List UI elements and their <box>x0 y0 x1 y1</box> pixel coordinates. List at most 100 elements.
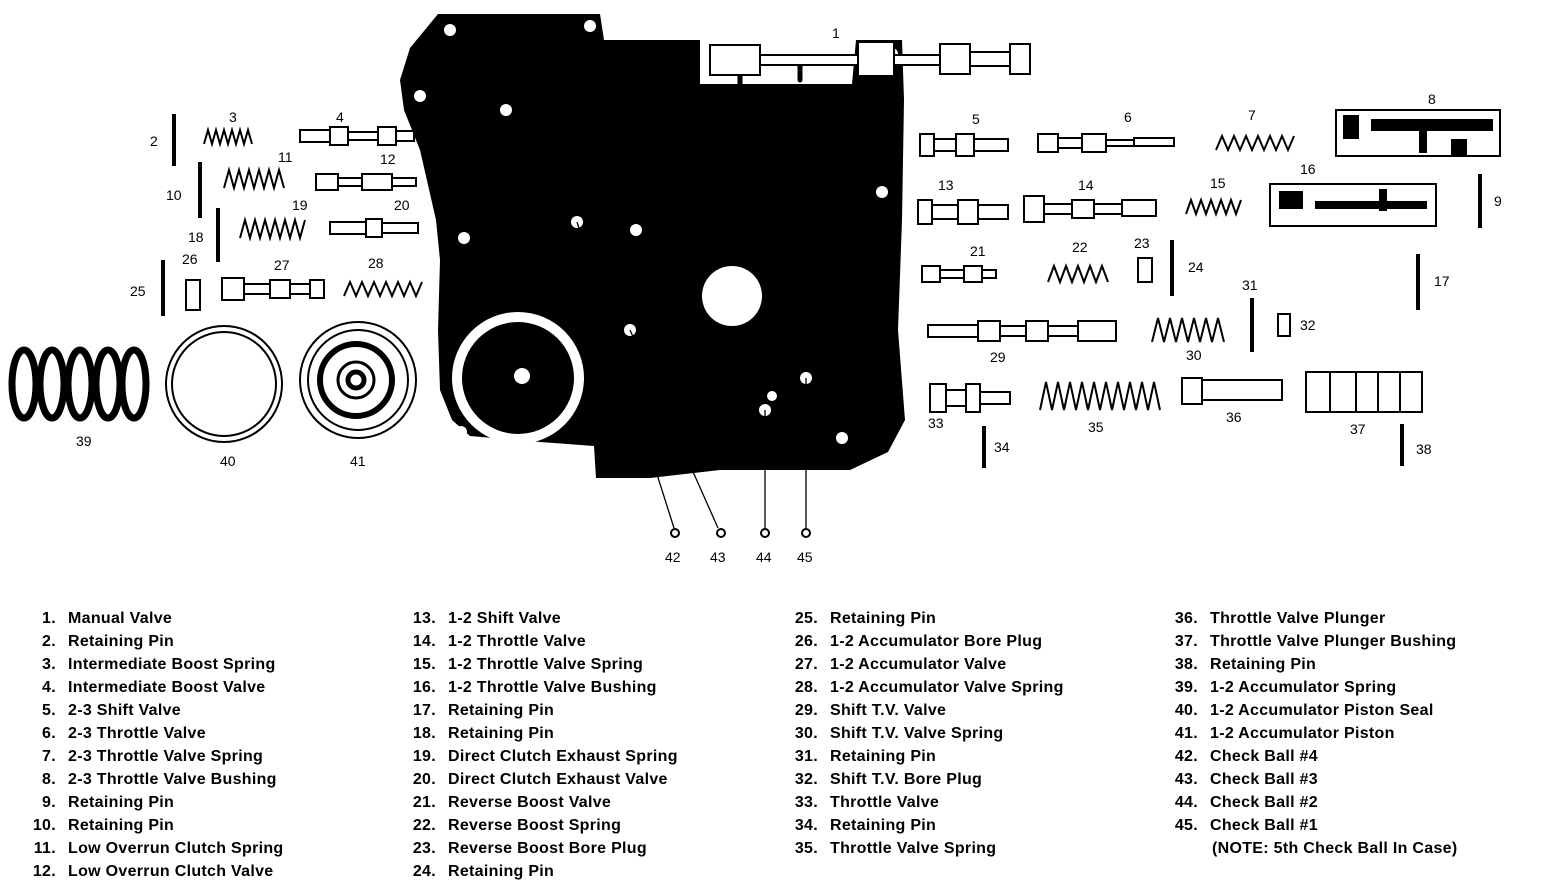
callout-25: 25 <box>130 283 146 299</box>
reverse-boost-valve <box>921 265 997 283</box>
legend-item: 23.Reverse Boost Bore Plug <box>412 840 647 857</box>
legend-item: 4.Intermediate Boost Valve <box>42 679 266 696</box>
springs <box>8 126 1295 422</box>
legend-item: 8.2-3 Throttle Valve Bushing <box>42 771 277 788</box>
callout-5: 5 <box>972 111 980 127</box>
legend-item: 35.Throttle Valve Spring <box>794 840 997 857</box>
spring-15 <box>1185 197 1242 217</box>
legend-item: 25.Retaining Pin <box>794 610 937 627</box>
legend-item: 30.Shift T.V. Valve Spring <box>794 725 1004 742</box>
callout-36: 36 <box>1226 409 1242 425</box>
spring-19 <box>239 216 306 242</box>
callout-6: 6 <box>1124 109 1132 125</box>
check-ball-44 <box>760 528 770 538</box>
legend-item: 39.1-2 Accumulator Spring <box>1174 679 1397 696</box>
intermediate-boost-valve <box>299 126 415 146</box>
legend-item: 34.Retaining Pin <box>794 817 937 834</box>
legend-item: 2.Retaining Pin <box>42 633 175 650</box>
callout-23: 23 <box>1134 235 1150 251</box>
check-ball-45 <box>801 528 811 538</box>
callout-2: 2 <box>150 133 158 149</box>
callout-18: 18 <box>188 229 204 245</box>
callout-22: 22 <box>1072 239 1088 255</box>
check-ball-42 <box>670 528 680 538</box>
throttle-valve-bushing-2-3 <box>1335 109 1501 157</box>
callout-35: 35 <box>1088 419 1104 435</box>
legend-item: 36.Throttle Valve Plunger <box>1174 610 1386 627</box>
callout-7: 7 <box>1248 107 1256 123</box>
callout-30: 30 <box>1186 347 1202 363</box>
legend-item: 43.Check Ball #3 <box>1174 771 1318 788</box>
callout-37: 37 <box>1350 421 1366 437</box>
callout-43: 43 <box>710 549 726 565</box>
callout-42: 42 <box>665 549 681 565</box>
callout-45: 45 <box>797 549 813 565</box>
legend-item: 45.Check Ball #1 <box>1174 817 1318 834</box>
valve-body-casting <box>400 14 905 478</box>
callout-10: 10 <box>166 187 182 203</box>
callout-26: 26 <box>182 251 198 267</box>
throttle-valve-2-3 <box>1037 133 1175 153</box>
accumulator-valve <box>221 277 325 301</box>
manual-valve <box>709 41 1031 77</box>
legend-item: 31.Retaining Pin <box>794 748 937 765</box>
legend-item: 6.2-3 Throttle Valve <box>42 725 206 742</box>
callout-28: 28 <box>368 255 384 271</box>
spring-30 <box>1151 317 1225 343</box>
callout-39: 39 <box>76 433 92 449</box>
callout-21: 21 <box>970 243 986 259</box>
legend-item: 41.1-2 Accumulator Piston <box>1174 725 1395 742</box>
low-overrun-clutch-valve <box>315 173 417 191</box>
shift-tv-valve <box>927 320 1117 342</box>
shift-valve-2-3 <box>919 133 1009 157</box>
legend-item: 17.Retaining Pin <box>412 702 555 719</box>
legend-column-4: 36.Throttle Valve Plunger 37.Throttle Va… <box>1170 607 1458 860</box>
legend-item: 11.Low Overrun Clutch Spring <box>33 840 284 857</box>
check-ball-43 <box>716 528 726 538</box>
callout-32: 32 <box>1300 317 1316 333</box>
direct-clutch-exhaust-valve <box>329 218 419 238</box>
legend-item: 15.1-2 Throttle Valve Spring <box>412 656 644 673</box>
shift-valve-1-2 <box>917 199 1009 225</box>
accumulator-spring-39 <box>8 346 150 422</box>
legend-item: 12.Low Overrun Clutch Valve <box>32 863 274 880</box>
spring-11 <box>223 166 285 192</box>
check-balls <box>670 528 811 538</box>
legend-item: 29.Shift T.V. Valve <box>794 702 947 719</box>
legend-item: 3.Intermediate Boost Spring <box>42 656 276 673</box>
callout-40: 40 <box>220 453 236 469</box>
callout-17: 17 <box>1434 273 1450 289</box>
spring-7 <box>1215 133 1295 153</box>
bore-plug-23 <box>1137 257 1153 283</box>
legend-item: 42.Check Ball #4 <box>1174 748 1318 765</box>
piston-seal-40 <box>165 325 283 443</box>
legend-item: 22.Reverse Boost Spring <box>412 817 622 834</box>
callout-33: 33 <box>928 415 944 431</box>
legend-note: (NOTE: 5th Check Ball In Case) <box>1212 840 1458 857</box>
callout-14: 14 <box>1078 177 1094 193</box>
callout-38: 38 <box>1416 441 1432 457</box>
legend-column-2: 13.1-2 Shift Valve 14.1-2 Throttle Valve… <box>408 607 678 883</box>
callout-4: 4 <box>336 109 344 125</box>
legend-item: 33.Throttle Valve <box>794 794 940 811</box>
legend-item: 14.1-2 Throttle Valve <box>412 633 586 650</box>
legend-item: 32.Shift T.V. Bore Plug <box>794 771 983 788</box>
legend-item: 1.Manual Valve <box>42 610 173 627</box>
spring-35 <box>1039 381 1161 411</box>
legend-item: 19.Direct Clutch Exhaust Spring <box>412 748 678 765</box>
callout-29: 29 <box>990 349 1006 365</box>
throttle-valve-plunger <box>1181 377 1283 405</box>
callout-16: 16 <box>1300 161 1316 177</box>
retaining-pins <box>161 114 1482 468</box>
callout-15: 15 <box>1210 175 1226 191</box>
spring-22 <box>1047 263 1109 285</box>
callout-41: 41 <box>350 453 366 469</box>
legend-item: 18.Retaining Pin <box>412 725 555 742</box>
legend-column-3: 25.Retaining Pin 26.1-2 Accumulator Bore… <box>790 607 1064 860</box>
callout-24: 24 <box>1188 259 1204 275</box>
legend-item: 24.Retaining Pin <box>412 863 555 880</box>
legend-item: 38.Retaining Pin <box>1174 656 1317 673</box>
callout-12: 12 <box>380 151 396 167</box>
bore-plug-32 <box>1277 313 1291 337</box>
throttle-valve <box>929 383 1011 413</box>
